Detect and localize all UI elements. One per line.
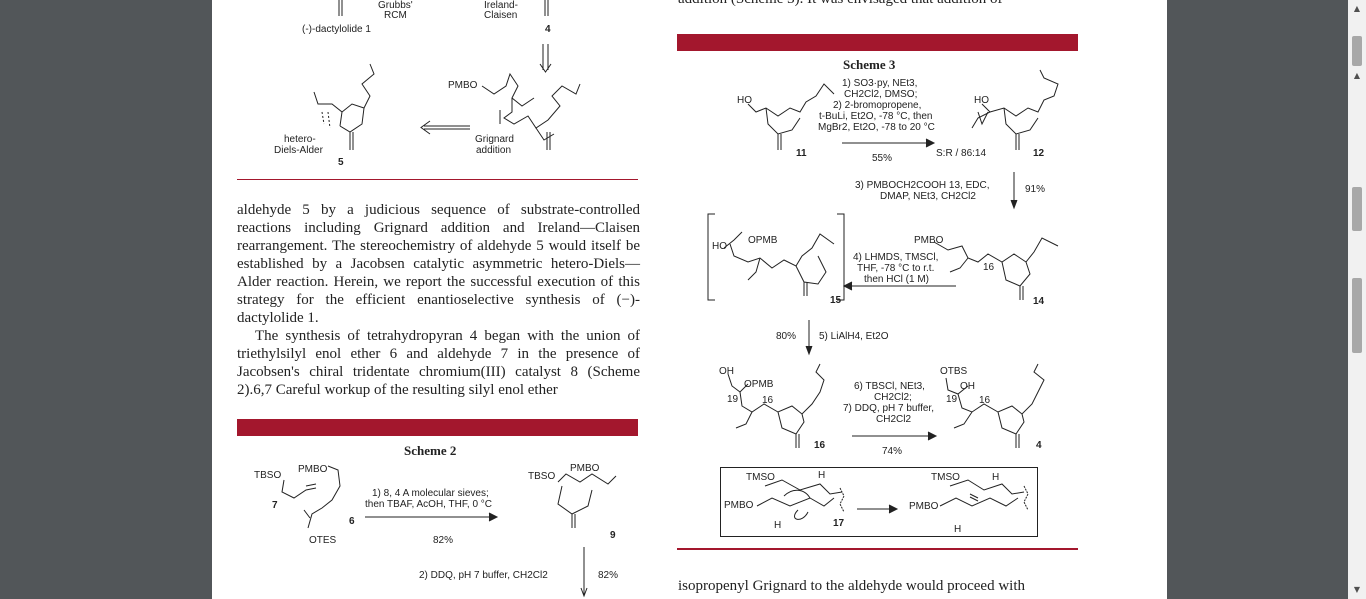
scheme2-compound9: 9 (610, 530, 616, 541)
scheme1-ireland-label: Ireland- (484, 0, 518, 11)
scheme1-structures (313, 0, 581, 150)
transition-state-box (720, 467, 1038, 537)
scheme1-claisen-label: Claisen (484, 10, 518, 21)
scheme3-h-right-bottom: H (954, 524, 962, 535)
scroll-up-icon-secondary[interactable]: ▲ (1353, 71, 1361, 80)
scheme1-compound4-label: 4 (545, 24, 551, 35)
scrollbar-thumb-upper[interactable] (1352, 36, 1362, 66)
scheme3-step5: 5) LiAlH4, Et2O (819, 331, 889, 342)
scheme3-yield80: 80% (776, 331, 797, 342)
scheme2-yield2: 82% (598, 570, 619, 581)
scheme3-tmso-right: TMSO (931, 472, 960, 483)
scrollbar-thumb-lower[interactable] (1352, 278, 1362, 353)
scheme1-diels-alder-label: Diels-Alder (274, 145, 323, 156)
scheme3-pmbo-left: PMBO (724, 500, 754, 511)
scheme3-step1-l4: t-BuLi, Et2O, -78 °C, then (819, 111, 933, 122)
scheme3-header-bar (677, 34, 1078, 51)
scheme3-otbs: OTBS (940, 366, 968, 377)
scheme2-structures (281, 465, 617, 598)
scheme3-structures (707, 69, 1059, 520)
scheme3-ho-15: HO (712, 241, 727, 252)
scheme2-tbso-9: TBSO (528, 471, 556, 482)
scheme3-title: Scheme 3 (843, 57, 896, 72)
scheme3-h-right-top: H (992, 472, 1000, 483)
scheme3-step1-l5: MgBr2, Et2O, -78 to 20 °C (818, 122, 935, 133)
vertical-scrollbar[interactable]: ▲ ▲ ▼ (1348, 0, 1366, 599)
right-column-top-text: addition (Scheme 3). It was envisaged th… (678, 0, 1078, 8)
scheme1-grubbs-label: Grubbs' (378, 0, 413, 11)
scheme1-compound5-label: 5 (338, 157, 344, 168)
scheme3-step1-l1: 1) SO3·py, NEt3, (842, 78, 918, 89)
scheme3-compound14: 14 (1033, 296, 1045, 307)
scheme2-compound6: 6 (349, 516, 355, 527)
scheme3-compound15: 15 (830, 295, 842, 306)
scheme3-step3-l2: DMAP, NEt3, CH2Cl2 (880, 191, 976, 202)
scheme3-step4-l1: 4) LHMDS, TMSCl, (853, 252, 939, 263)
scheme3-yield91: 91% (1025, 184, 1046, 195)
scheme2-compound7: 7 (272, 500, 278, 511)
scheme3-step6-l3: 7) DDQ, pH 7 buffer, (843, 403, 934, 414)
viewer-background (1167, 0, 1348, 599)
scheme3-opmb-16: OPMB (744, 379, 774, 390)
scheme3-step6-l4: CH2Cl2 (876, 414, 912, 425)
scheme3-compound12: 12 (1033, 148, 1045, 159)
scheme2-pmbo-6: PMBO (298, 464, 328, 475)
scheme3-compound16: 16 (814, 440, 826, 451)
scheme3-step1-l3: 2) 2-bromopropene, (833, 100, 922, 111)
scheme3-step4-l2: THF, -78 °C to r.t. (857, 263, 935, 274)
scheme3-ho-11: HO (737, 95, 752, 106)
scheme1-rcm-label: RCM (384, 10, 407, 21)
scheme2-title: Scheme 2 (404, 443, 457, 458)
scheme3-oh-16: OH (719, 366, 734, 377)
scheme3-n19-4: 19 (946, 394, 958, 405)
scheme2-step2: 2) DDQ, pH 7 buffer, CH2Cl2 (419, 570, 548, 581)
scheme3-n19-16: 19 (727, 394, 739, 405)
paragraph-2: The synthesis of tetrahydropyran 4 began… (237, 328, 640, 398)
scheme1-divider (237, 179, 638, 180)
scheme3-step1-l2: CH2Cl2, DMSO; (844, 89, 918, 100)
paragraph-1: aldehyde 5 by a judicious sequence of su… (237, 202, 640, 326)
scheme2-step1-line1: 1) 8, 4 A molecular sieves; (372, 488, 489, 499)
scheme3-yield55: 55% (872, 153, 893, 164)
scroll-down-icon[interactable]: ▼ (1353, 585, 1361, 594)
scheme3-divider (677, 548, 1078, 550)
scheme3-yield74: 74% (882, 446, 903, 457)
scheme2-pmbo-9: PMBO (570, 463, 600, 474)
scheme1-addition-label: addition (476, 145, 512, 156)
scheme3-ratio: S:R / 86:14 (936, 148, 987, 159)
scheme2-tbso-7: TBSO (254, 470, 282, 481)
scheme3-compound11: 11 (796, 148, 807, 159)
scheme3-pmbo-right: PMBO (909, 501, 939, 512)
scheme3-n16-14: 16 (983, 262, 995, 273)
scheme3-n16-4: 16 (979, 395, 991, 406)
scheme3-h-left-bottom: H (774, 520, 782, 531)
scheme2-otes: OTES (309, 535, 337, 546)
scheme3-step4-l3: then HCl (1 M) (864, 274, 930, 285)
scheme2-header-bar (237, 419, 638, 436)
scheme3-compound17: 17 (833, 518, 845, 529)
scheme2-yield1: 82% (433, 535, 454, 546)
scheme2-step1-line2: then TBAF, AcOH, THF, 0 °C (365, 499, 493, 510)
scheme3-h-left-top: H (818, 470, 826, 481)
scheme1-pmbo-label: PMBO (448, 80, 478, 91)
scheme3-tmso-left: TMSO (746, 472, 775, 483)
scroll-up-icon[interactable]: ▲ (1353, 4, 1361, 13)
scheme1-dactylolide-label: (-)-dactylolide 1 (302, 24, 371, 35)
scrollbar-thumb[interactable] (1352, 187, 1362, 231)
scheme3-compound4: 4 (1036, 440, 1042, 451)
scheme3-step6-l2: CH2Cl2; (874, 392, 912, 403)
scheme3-step6-l1: 6) TBSCl, NEt3, (854, 381, 925, 392)
scheme1-grignard-label: Grignard (475, 134, 514, 145)
scheme3-step3-l1: 3) PMBOCH2COOH 13, EDC, (855, 180, 990, 191)
scheme3-pmbo-14: PMBO (914, 235, 944, 246)
scheme1-hetero-label: hetero- (284, 134, 316, 145)
scheme3-opmb-15: OPMB (748, 235, 778, 246)
left-column-text: aldehyde 5 by a judicious sequence of su… (237, 201, 640, 399)
right-column-bottom-text: isopropenyl Grignard to the aldehyde wou… (678, 578, 1025, 594)
pdf-page: Grubbs' RCM (-)-dactylolide 1 Ireland- C… (212, 0, 1167, 599)
scheme3-n16-16: 16 (762, 395, 774, 406)
scheme3-ho-12: HO (974, 95, 989, 106)
